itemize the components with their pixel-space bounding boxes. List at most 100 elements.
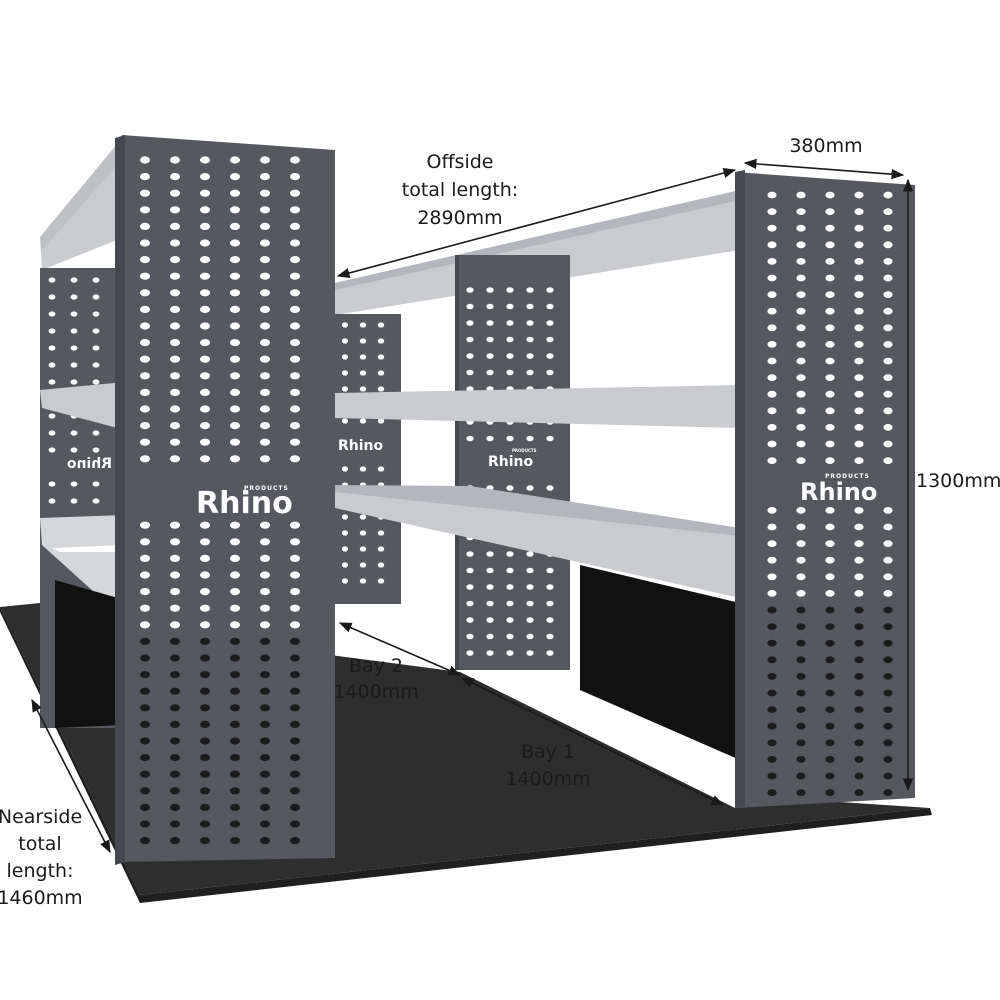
perforation-hole [92,345,100,351]
perforation-hole [526,353,534,359]
perforation-hole [466,303,474,310]
perforation-hole [200,737,210,745]
perforation-hole [796,374,806,381]
perforation-hole [883,623,893,630]
perforation-hole [230,554,240,563]
perforation-hole [883,573,893,581]
perforation-hole [92,294,100,300]
depth-line [743,158,905,180]
perforation-hole [377,466,385,472]
perforation-hole [359,354,367,360]
perforation-hole [170,754,180,762]
perforation-hole [170,256,180,264]
perforation-hole [260,754,270,762]
perforation-hole [48,345,56,351]
perforation-hole [883,374,893,381]
perforation-hole [70,362,78,368]
perforation-hole [359,562,367,568]
perforation-hole [260,206,270,214]
perforation-hole [883,556,893,564]
perforation-hole [170,737,180,745]
perforation-hole [796,258,806,265]
perforation-hole [140,156,150,164]
perforation-hole [359,370,367,376]
perforation-hole [854,623,864,630]
perforation-hole [48,379,56,385]
perforation-hole [796,457,806,464]
perforation-hole [825,540,835,547]
perforation-hole [486,633,494,640]
perforation-hole [883,789,893,796]
perforation-hole [825,457,835,464]
perforation-hole [200,339,210,347]
perforation-hole [377,546,385,552]
perforation-hole [767,440,777,448]
perforation-hole [230,538,240,546]
offside-divider-edge [455,255,459,670]
perforation-hole [230,189,240,197]
perforation-hole [767,407,777,415]
perforation-hole [341,322,349,328]
perforation-hole [883,390,893,398]
perforation-hole [290,687,300,695]
perforation-hole [230,322,240,330]
perforation-hole [200,405,210,413]
perforation-hole [290,305,300,313]
perforation-hole [506,600,514,607]
perforation-hole [883,606,893,614]
perforation-hole [341,530,349,536]
perforation-hole [230,654,240,662]
perforation-hole [140,388,150,396]
perforation-hole [200,704,210,712]
perforation-hole [825,208,835,216]
perforation-hole [230,222,240,230]
perforation-hole [230,156,240,164]
perforation-hole [200,272,210,280]
nearside-length-line [31,698,111,854]
perforation-hole [767,341,777,348]
perforation-hole [377,418,385,424]
perforation-hole [796,241,806,249]
perforation-hole [140,787,150,795]
perforation-hole [486,584,494,590]
offside-length-line [336,168,737,278]
perforation-hole [200,637,210,646]
perforation-hole [526,633,534,640]
perforation-hole [825,390,835,398]
perforation-hole [290,339,300,347]
perforation-hole [341,562,349,568]
perforation-hole [506,353,514,359]
perforation-hole [767,739,777,747]
perforation-hole [767,590,777,597]
perforation-hole [466,320,474,326]
perforation-hole [140,604,150,612]
perforation-hole [767,573,777,581]
perforation-hole [230,372,240,380]
perforation-hole [140,256,150,264]
perforation-hole [341,466,349,472]
perforation-hole [48,498,56,504]
perforation-hole [290,372,300,380]
perforation-hole [767,241,777,249]
perforation-hole [290,388,300,396]
perforation-hole [377,386,385,392]
perforation-hole [140,521,150,529]
perforation-hole [230,720,240,729]
perforation-hole [230,803,240,812]
perforation-hole [70,379,78,385]
perforation-hole [796,756,806,763]
front-right-logo: PRODUCTS Rhino [800,473,877,506]
depth-label: 380mm [789,135,862,157]
offside-label-line3: 2890mm [417,207,502,229]
perforation-hole [290,189,300,197]
perforation-hole [230,455,240,463]
perforation-hole [767,224,777,232]
perforation-hole [200,654,210,662]
perforation-hole [140,173,150,181]
perforation-hole [466,584,474,590]
perforation-hole [825,357,835,365]
perforation-hole [230,272,240,280]
perforation-hole [170,289,180,297]
perforation-hole [796,291,806,298]
perforation-hole [825,374,835,381]
